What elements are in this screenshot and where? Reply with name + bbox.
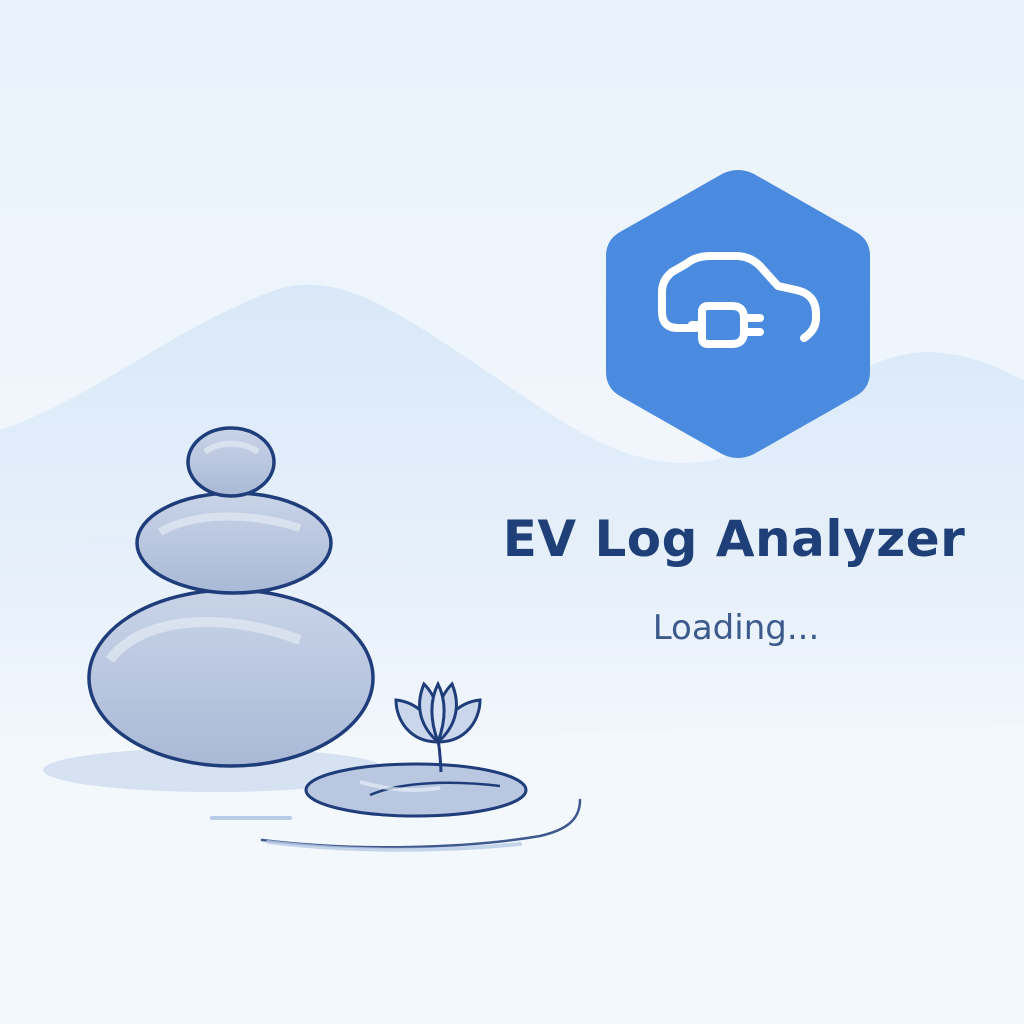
app-title: EV Log Analyzer bbox=[502, 510, 966, 568]
ev-car-plug-icon bbox=[606, 170, 870, 458]
stone-reflection bbox=[43, 748, 387, 792]
loading-status: Loading... bbox=[652, 608, 820, 648]
lily-pad-icon bbox=[304, 762, 528, 818]
stacked-stones-icon bbox=[87, 426, 375, 768]
water-surface bbox=[0, 726, 1024, 1024]
lotus-icon bbox=[394, 680, 482, 773]
water-ripples-icon bbox=[210, 798, 582, 852]
